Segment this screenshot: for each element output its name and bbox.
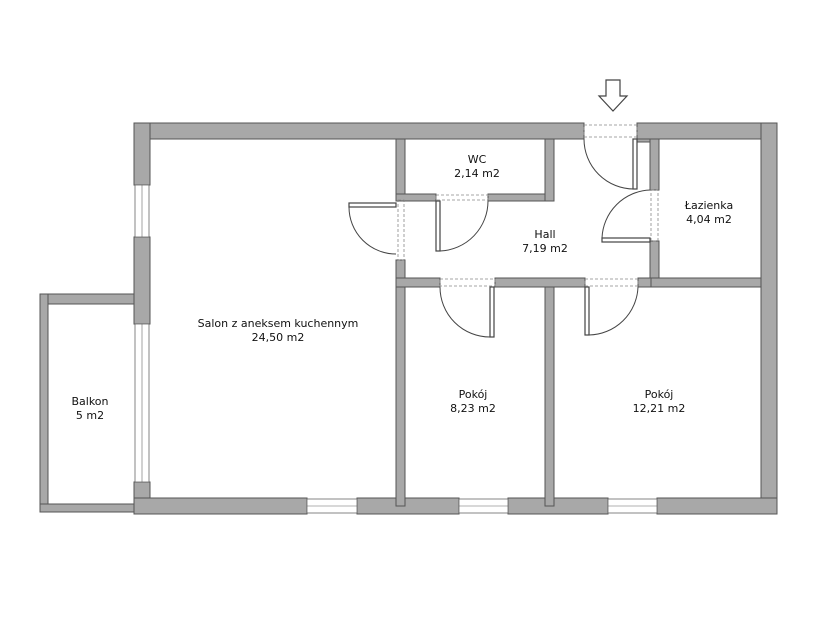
room-name: Balkon — [71, 395, 109, 408]
room-area: 8,23 m2 — [450, 402, 496, 415]
windows — [134, 184, 658, 514]
room-area: 5 m2 — [75, 409, 105, 422]
room-label-hall: Hall 7,19 m2 — [522, 228, 568, 256]
room-area: 2,14 m2 — [454, 167, 500, 180]
room-area: 12,21 m2 — [632, 402, 686, 415]
room-label-balkon: Balkon 5 m2 — [71, 395, 108, 423]
room-name: WC — [467, 153, 487, 166]
doors — [348, 124, 659, 338]
room-label-pokoj-large: Pokój 12,21 m2 — [633, 388, 686, 416]
room-label-wc: WC 2,14 m2 — [454, 153, 500, 181]
room-area: 4,04 m2 — [686, 213, 732, 226]
room-area: 7,19 m2 — [522, 242, 568, 255]
interior-walls — [395, 138, 762, 507]
room-label-salon: Salon z aneksem kuchennym 24,50 m2 — [198, 317, 359, 345]
room-name: Hall — [534, 228, 556, 241]
room-area: 24,50 m2 — [251, 331, 305, 344]
room-name: Salon z aneksem kuchennym — [197, 317, 359, 330]
entrance-arrow-icon — [597, 79, 629, 112]
room-label-lazienka: Łazienka 4,04 m2 — [685, 199, 733, 227]
room-name: Pokój — [644, 388, 674, 401]
room-name: Łazienka — [684, 199, 734, 212]
room-label-pokoj-small: Pokój 8,23 m2 — [450, 388, 496, 416]
room-name: Pokój — [458, 388, 488, 401]
exterior-walls — [133, 122, 778, 515]
